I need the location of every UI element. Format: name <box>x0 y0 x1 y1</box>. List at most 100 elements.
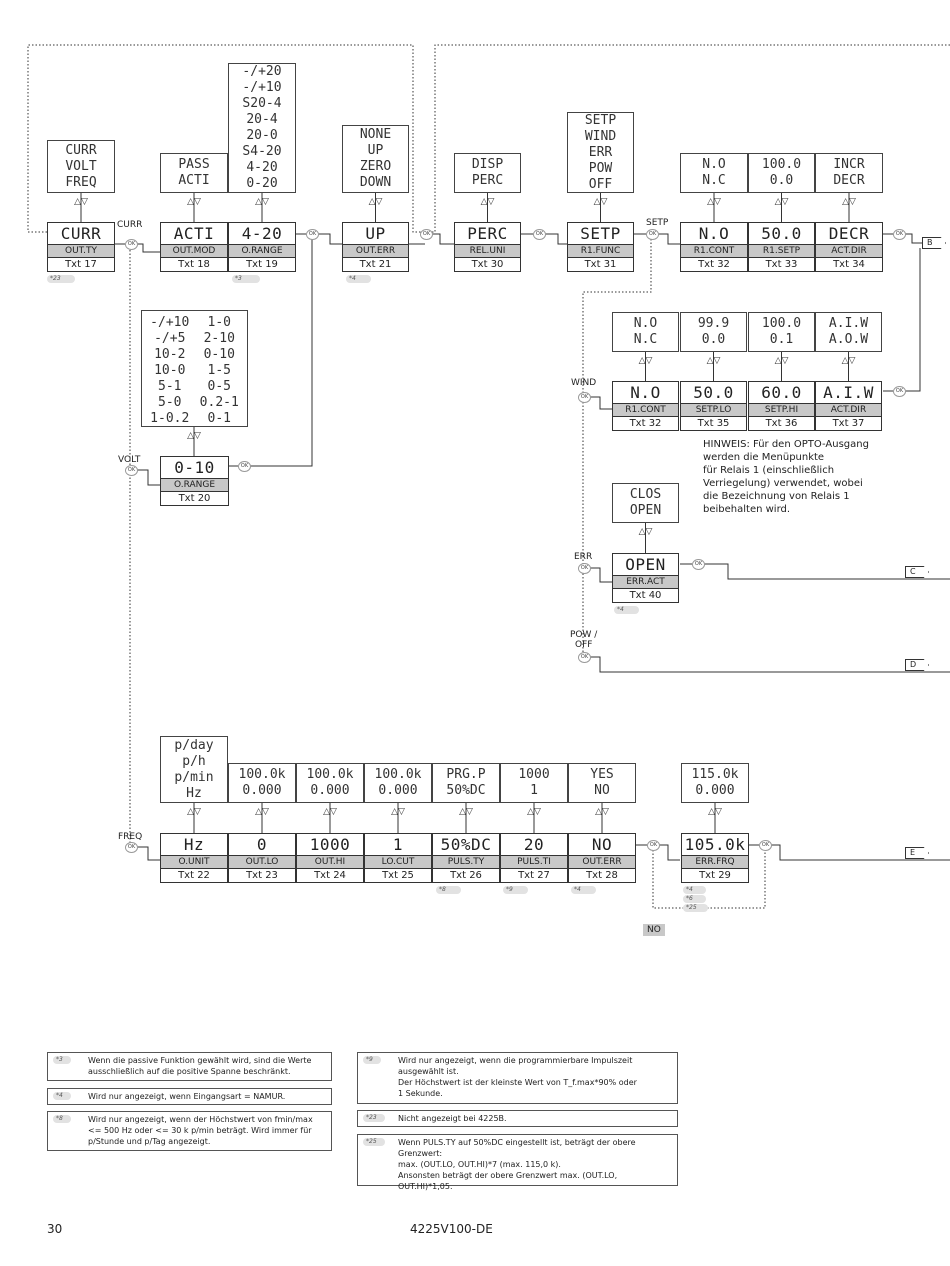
option-item: N.O <box>633 316 658 331</box>
ok-button-icon[interactable]: OK <box>125 465 138 476</box>
ok-button-icon[interactable]: OK <box>647 840 660 851</box>
footnote-23: *23 Nicht angezeigt bei 4225B. <box>357 1110 678 1127</box>
ok-button-icon[interactable]: OK <box>306 229 319 240</box>
ok-button-icon[interactable]: OK <box>692 559 705 570</box>
up-down-arrows-icon[interactable]: △▽ <box>638 356 653 366</box>
cell-value[interactable]: DECR <box>816 223 882 245</box>
cell-value[interactable]: 105.0k <box>682 834 748 856</box>
up-down-arrows-icon[interactable]: △▽ <box>638 527 653 537</box>
up-down-arrows-icon[interactable]: △▽ <box>255 197 269 207</box>
up-down-arrows-icon[interactable]: △▽ <box>595 807 609 817</box>
ok-button-icon[interactable]: OK <box>578 392 591 403</box>
ok-button-icon[interactable]: OK <box>533 229 546 240</box>
up-down-arrows-icon[interactable]: △▽ <box>391 807 405 817</box>
cell-text-number: Txt 25 <box>382 870 414 882</box>
cell-value[interactable]: NO <box>569 834 635 856</box>
cell-value[interactable]: OPEN <box>613 554 678 576</box>
cell-value[interactable]: ACTI <box>161 223 227 245</box>
ok-button-icon[interactable]: OK <box>759 840 772 851</box>
up-down-arrows-icon[interactable]: △▽ <box>706 356 721 366</box>
ok-button-icon[interactable]: OK <box>125 842 138 853</box>
up-down-arrows-icon[interactable]: △▽ <box>368 197 383 207</box>
cell-value[interactable]: 4-20 <box>229 223 295 245</box>
footnote-marker: *4 <box>571 886 596 894</box>
cell-parameter-name: ACT.DIR <box>816 244 882 259</box>
footnote-marker: *25 <box>683 904 708 912</box>
ok-button-icon[interactable]: OK <box>578 563 591 574</box>
up-down-arrows-icon[interactable]: △▽ <box>187 807 201 817</box>
cell-value[interactable]: CURR <box>48 223 114 245</box>
cell-value[interactable]: 20 <box>501 834 567 856</box>
cell-value[interactable]: 50.0 <box>681 382 746 404</box>
cell-value[interactable]: N.O <box>613 382 678 404</box>
up-down-arrows-icon[interactable]: △▽ <box>187 431 201 441</box>
up-down-arrows-icon[interactable]: △▽ <box>593 197 608 207</box>
up-down-arrows-icon[interactable]: △▽ <box>841 356 856 366</box>
up-down-arrows-icon[interactable]: △▽ <box>842 197 856 207</box>
ok-button-icon[interactable]: OK <box>893 229 906 240</box>
cell-value[interactable]: 0-10 <box>161 457 228 479</box>
cell-parameter-name: ERR.FRQ <box>682 855 748 870</box>
cell-value[interactable]: UP <box>343 223 408 245</box>
up-down-arrows-icon[interactable]: △▽ <box>774 356 789 366</box>
up-down-arrows-icon[interactable]: △▽ <box>527 807 541 817</box>
ok-button-icon[interactable]: OK <box>420 229 433 240</box>
cell-parameter-name: REL.UNI <box>455 244 520 259</box>
up-down-arrows-icon[interactable]: △▽ <box>707 197 721 207</box>
ok-button-icon[interactable]: OK <box>125 239 138 250</box>
up-down-arrows-icon[interactable]: △▽ <box>323 807 337 817</box>
cell-value[interactable]: 50.0 <box>749 223 814 245</box>
cell-value[interactable]: 60.0 <box>749 382 814 404</box>
cell-parameter-name: OUT.ERR <box>569 855 635 870</box>
ok-button-icon[interactable]: OK <box>893 386 906 397</box>
option-item: 0.000 <box>378 783 418 798</box>
cell-value[interactable]: 1 <box>365 834 431 856</box>
ok-button-icon[interactable]: OK <box>646 229 659 240</box>
up-down-arrows-icon[interactable]: △▽ <box>459 807 473 817</box>
cell-value[interactable]: 50%DC <box>433 834 499 856</box>
option-item: N.C <box>633 332 658 347</box>
up-down-arrows-icon[interactable]: △▽ <box>74 197 88 207</box>
cell-value[interactable]: 1000 <box>297 834 363 856</box>
up-down-arrows-icon[interactable]: △▽ <box>708 807 722 817</box>
cell-parameter-name: PULS.TY <box>433 855 499 870</box>
cell-value[interactable]: SETP <box>568 223 633 245</box>
up-down-arrows-icon[interactable]: △▽ <box>187 197 201 207</box>
option-item: NONE <box>359 127 392 142</box>
option-item: N.C <box>702 173 726 188</box>
up-down-arrows-icon[interactable]: △▽ <box>774 197 789 207</box>
footnote-4: *4 Wird nur angezeigt, wenn Eingangsart … <box>47 1088 332 1105</box>
ok-button-icon[interactable]: OK <box>578 652 591 663</box>
cell-value[interactable]: 0 <box>229 834 295 856</box>
cell-value[interactable]: Hz <box>161 834 227 856</box>
ok-button-icon[interactable]: OK <box>238 461 251 472</box>
up-down-arrows-icon[interactable]: △▽ <box>255 807 269 817</box>
cell-value[interactable]: A.I.W <box>816 382 881 404</box>
up-down-arrows-icon[interactable]: △▽ <box>480 197 495 207</box>
cell-value[interactable]: N.O <box>681 223 747 245</box>
cell-value[interactable]: PERC <box>455 223 520 245</box>
